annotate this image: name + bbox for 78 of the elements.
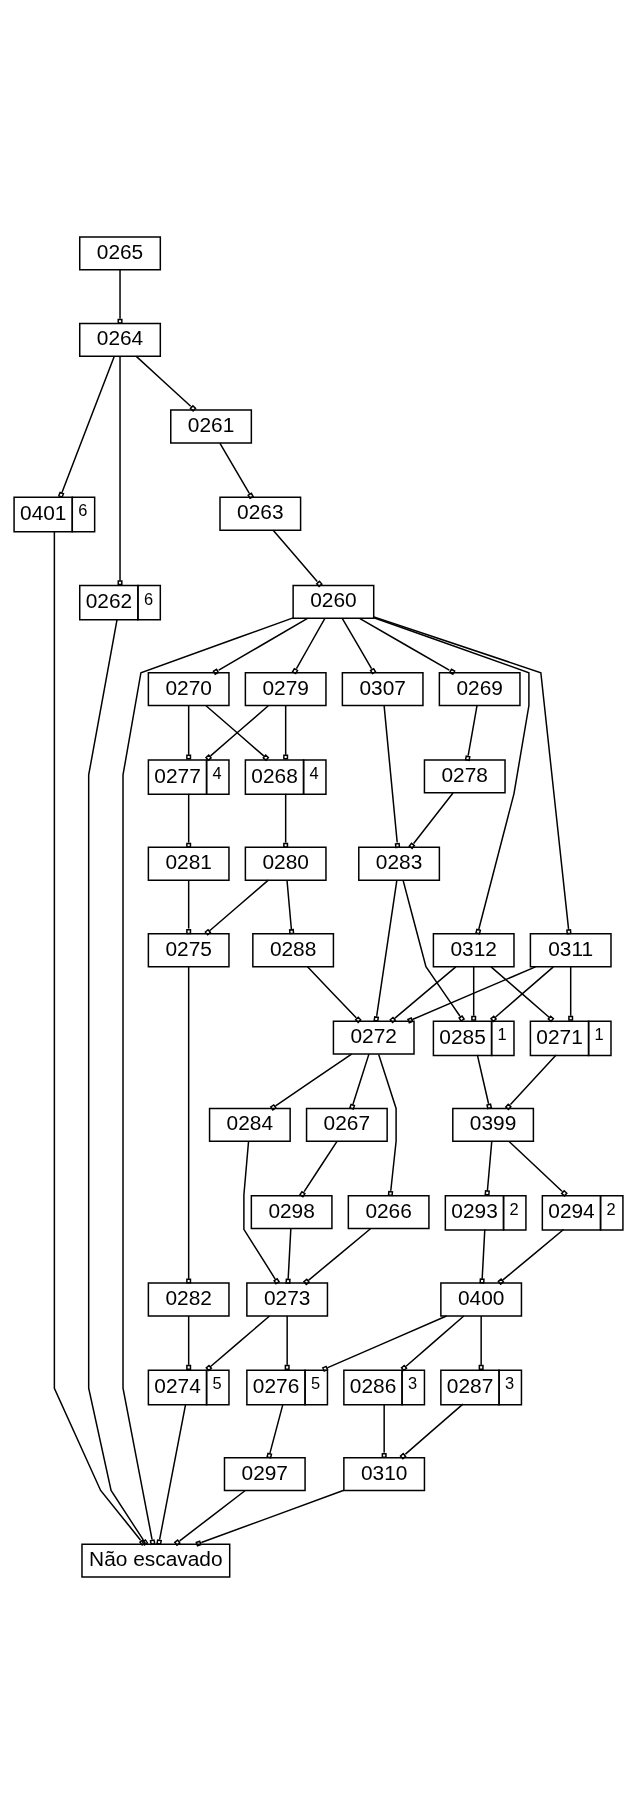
- connector: [266, 1402, 284, 1459]
- connector: [373, 615, 572, 935]
- connector: [243, 1140, 281, 1285]
- node-box: 0279: [244, 671, 327, 706]
- connector: [490, 965, 555, 1022]
- connector: [117, 355, 123, 585]
- connector: [272, 529, 323, 587]
- connector: [377, 1053, 397, 1196]
- node-box: 0288: [252, 932, 335, 967]
- connector: [195, 1489, 345, 1547]
- connector: [373, 616, 530, 935]
- connector: [284, 1314, 290, 1370]
- connector: [122, 616, 294, 1545]
- node-box: 0311: [529, 932, 612, 967]
- node-box: 0261: [170, 408, 253, 444]
- node-box: 0275: [147, 932, 230, 967]
- node-box: 0283: [358, 846, 441, 881]
- node-box: 0264: [79, 322, 162, 357]
- connector: [186, 878, 192, 934]
- connector: [87, 617, 149, 1546]
- node-box: 0399: [452, 1107, 535, 1142]
- connector: [186, 1314, 192, 1370]
- node-box: 0312: [432, 932, 515, 967]
- node-box: 0400: [440, 1281, 523, 1317]
- connector: [156, 1402, 187, 1545]
- node-box: 0307: [341, 671, 424, 706]
- node-box: 0284: [208, 1107, 291, 1142]
- node-box: 0298: [250, 1194, 333, 1229]
- node-box: 0281: [147, 846, 230, 881]
- connector: [381, 1402, 387, 1458]
- node-box: 0297: [223, 1456, 306, 1491]
- connector: [406, 965, 537, 1024]
- connector: [286, 878, 295, 934]
- connector: [508, 1140, 568, 1197]
- connector: [476, 1053, 493, 1109]
- connector: [464, 704, 478, 761]
- connector: [173, 1489, 247, 1546]
- node-box: 0260: [292, 584, 375, 619]
- node-box: 0266: [347, 1194, 430, 1229]
- connector: [212, 617, 309, 675]
- connector: [478, 1314, 484, 1370]
- node-box: 0282: [147, 1281, 230, 1317]
- connector: [135, 355, 197, 412]
- connector: [53, 529, 147, 1546]
- connector: [497, 1228, 565, 1285]
- connector: [389, 965, 457, 1024]
- connector: [373, 879, 398, 1022]
- connector: [186, 965, 192, 1284]
- node-box: 0280: [244, 846, 327, 881]
- connector: [283, 704, 289, 760]
- connector: [383, 704, 401, 848]
- connector: [291, 617, 326, 675]
- connector: [348, 1052, 370, 1110]
- connector: [321, 1314, 448, 1372]
- node-box: 0278: [423, 758, 506, 794]
- node-box: 0265: [79, 235, 162, 271]
- connector: [306, 965, 362, 1023]
- connector: [504, 1053, 557, 1110]
- node-box: 0273: [246, 1281, 329, 1317]
- connector: [341, 617, 377, 675]
- connector: [219, 441, 255, 499]
- connector: [57, 355, 115, 498]
- node-box: 0310: [343, 1456, 426, 1491]
- connector: [204, 878, 270, 936]
- node-box: 0263: [219, 496, 302, 531]
- connector: [408, 791, 454, 849]
- connector: [269, 1052, 353, 1111]
- connector: [186, 704, 192, 760]
- connector: [479, 1228, 486, 1284]
- node-box: 0267: [305, 1107, 388, 1142]
- connector: [358, 617, 456, 675]
- connector: [399, 1402, 464, 1460]
- connector: [484, 1140, 493, 1196]
- connector: [205, 1314, 271, 1372]
- connector: [400, 1314, 465, 1372]
- connector: [298, 1140, 338, 1198]
- connector: [302, 1227, 372, 1285]
- connector: [402, 878, 466, 1022]
